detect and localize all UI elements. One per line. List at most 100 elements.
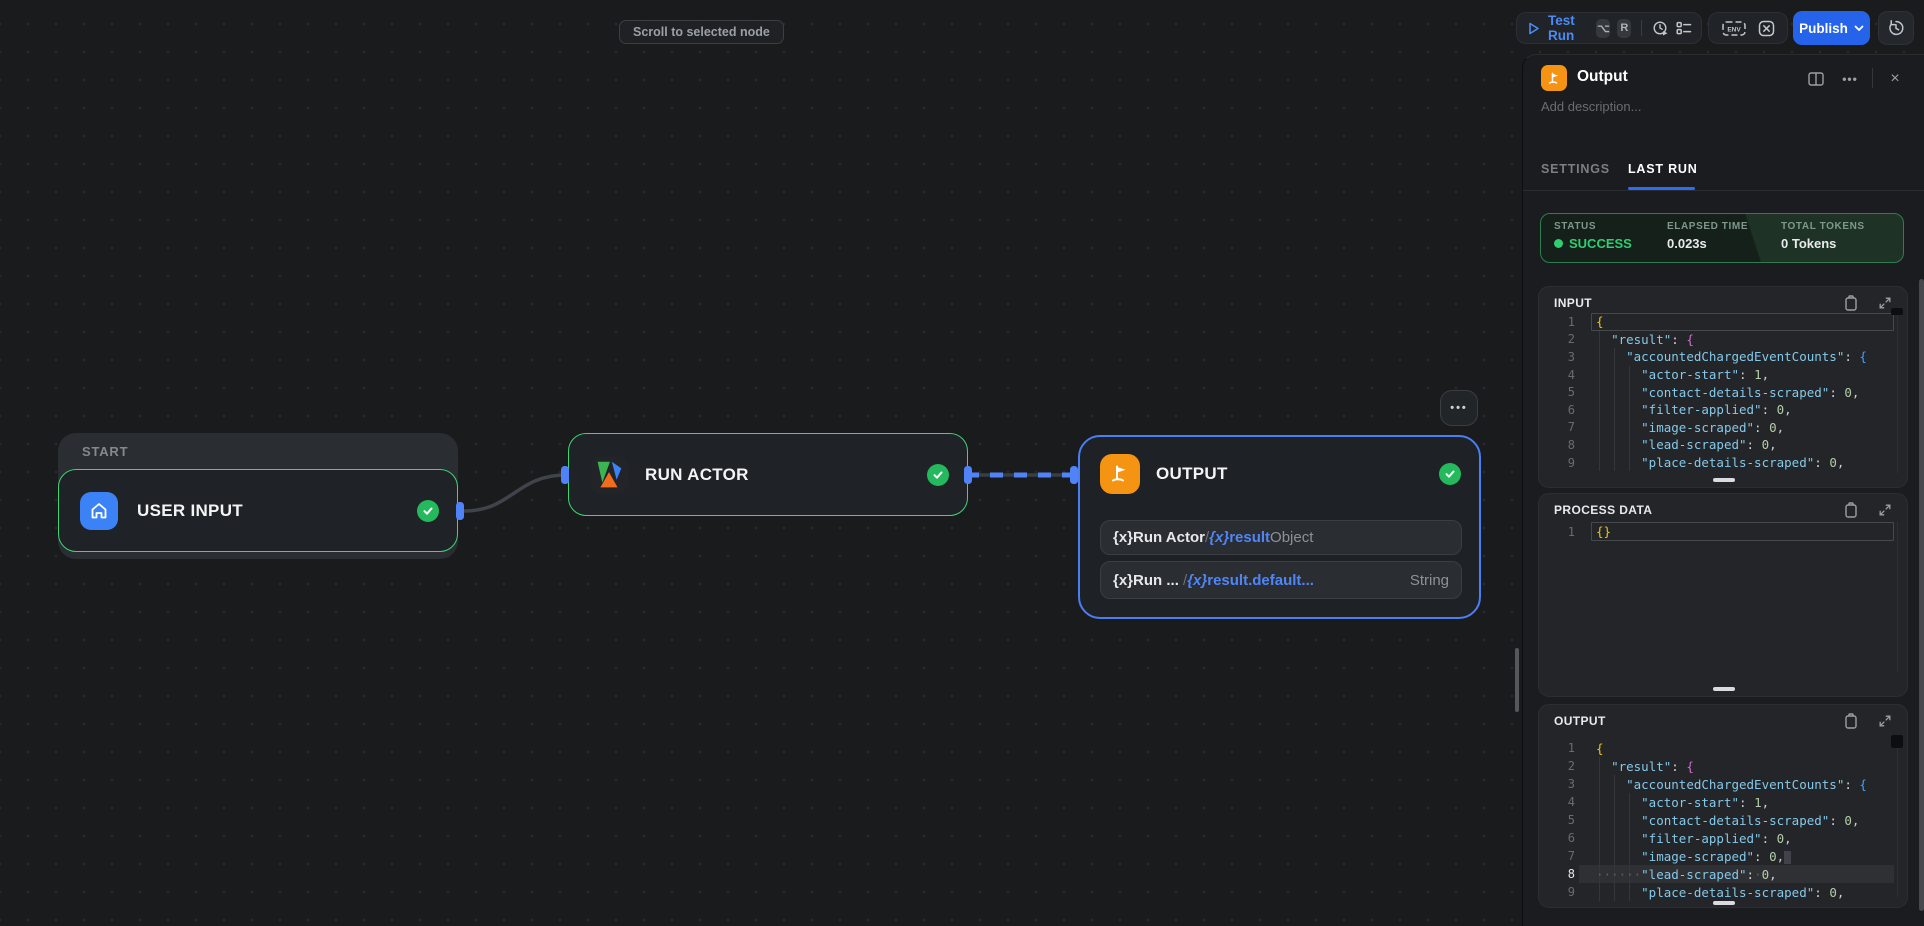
- code-line[interactable]: 1{}: [1539, 522, 1907, 541]
- code-line[interactable]: 5 "contact-details-scraped": 0,: [1539, 811, 1907, 829]
- total-tokens-value: 0 Tokens: [1781, 236, 1837, 251]
- code-text: "accountedChargedEventCounts": {: [1626, 776, 1867, 792]
- connector-handle-userinput-out[interactable]: [456, 502, 464, 520]
- node-title: USER INPUT: [137, 500, 243, 520]
- editor-scrollbar-track[interactable]: [1897, 522, 1898, 672]
- code-line[interactable]: 9 "place-details-scraped": 0,: [1539, 883, 1907, 901]
- variable-prefix: {x}: [1187, 571, 1208, 589]
- connector-handle-runactor-out[interactable]: [964, 466, 972, 484]
- mapping-separator: /: [1204, 529, 1210, 546]
- code-line[interactable]: 4 "actor-start": 1,: [1539, 366, 1907, 384]
- section-resize-handle[interactable]: [1713, 901, 1735, 905]
- code-line[interactable]: 9 "place-details-scraped": 0,: [1539, 454, 1907, 472]
- input-section: INPUT 1{2 "result": {3 "accountedCharged…: [1538, 286, 1908, 488]
- code-line[interactable]: 1{: [1539, 313, 1907, 331]
- canvas-scrollbar[interactable]: [1515, 648, 1519, 712]
- code-line[interactable]: 6 "filter-applied": 0,: [1539, 401, 1907, 419]
- editor-scrollbar-track[interactable]: [1897, 313, 1898, 473]
- tooltip-label: Scroll to selected node: [633, 25, 770, 39]
- indent-guide: [1614, 348, 1615, 471]
- success-check-icon: [417, 499, 439, 522]
- close-panel-button[interactable]: ×: [1885, 69, 1905, 89]
- editor-scrollbar-track[interactable]: [1897, 739, 1898, 897]
- code-line[interactable]: 3 "accountedChargedEventCounts": {: [1539, 775, 1907, 793]
- environment-variables-icon[interactable]: ENV: [1721, 20, 1746, 37]
- test-run-button[interactable]: Test Run: [1548, 13, 1575, 43]
- play-icon[interactable]: [1526, 21, 1541, 36]
- line-number: 6: [1567, 831, 1575, 845]
- code-line[interactable]: 1{: [1539, 739, 1907, 757]
- line-number: 1: [1567, 741, 1575, 755]
- line-number: 1: [1567, 524, 1575, 539]
- close-icon: ×: [1890, 70, 1900, 87]
- elapsed-time-value: 0.023s: [1667, 236, 1707, 251]
- copy-icon[interactable]: [1842, 294, 1860, 312]
- expand-icon[interactable]: [1876, 294, 1894, 312]
- json-editor[interactable]: 1{}: [1539, 522, 1907, 541]
- code-line[interactable]: 7 "image-scraped": 0,: [1539, 847, 1907, 865]
- code-line[interactable]: 6 "filter-applied": 0,: [1539, 829, 1907, 847]
- editor-scrollbar-thumb[interactable]: [1891, 308, 1903, 315]
- expand-icon[interactable]: [1876, 712, 1894, 730]
- publish-button[interactable]: Publish: [1793, 11, 1870, 45]
- line-number: 2: [1567, 332, 1575, 347]
- section-resize-handle[interactable]: [1713, 478, 1735, 482]
- code-text: "actor-start": 1,: [1641, 367, 1770, 383]
- code-line[interactable]: 2 "result": {: [1539, 331, 1907, 349]
- split-view-button[interactable]: [1806, 69, 1826, 89]
- connector-handle-output-in[interactable]: [1070, 466, 1078, 484]
- code-line[interactable]: 4 "actor-start": 1,: [1539, 793, 1907, 811]
- node-more-options-button[interactable]: •••: [1440, 390, 1478, 426]
- tab-settings[interactable]: SETTINGS: [1541, 162, 1610, 176]
- line-number: 9: [1567, 885, 1575, 899]
- json-editor[interactable]: 1{2 "result": {3 "accountedChargedEventC…: [1539, 313, 1907, 471]
- node-title: RUN ACTOR: [645, 464, 749, 484]
- code-line[interactable]: 8······"lead-scraped":·0,: [1539, 865, 1907, 883]
- output-detail-panel: Output ••• × Add description... SETTINGS…: [1522, 54, 1924, 926]
- editor-scrollbar-thumb[interactable]: [1891, 735, 1903, 748]
- process-data-section: PROCESS DATA 1{}: [1538, 493, 1908, 697]
- variable-prefix: {x}: [1209, 529, 1230, 546]
- panel-more-button[interactable]: •••: [1840, 69, 1860, 89]
- code-line[interactable]: 5 "contact-details-scraped": 0,: [1539, 383, 1907, 401]
- section-resize-handle[interactable]: [1713, 687, 1735, 691]
- code-line[interactable]: 3 "accountedChargedEventCounts": {: [1539, 348, 1907, 366]
- code-line[interactable]: 8 "lead-scraped": 0,: [1539, 436, 1907, 454]
- expand-icon[interactable]: [1876, 501, 1894, 519]
- copy-icon[interactable]: [1842, 712, 1860, 730]
- run-settings-icon[interactable]: [1676, 20, 1692, 36]
- panel-scrollbar[interactable]: [1919, 279, 1924, 911]
- line-number: 9: [1567, 455, 1575, 470]
- description-placeholder[interactable]: Add description...: [1541, 99, 1642, 114]
- json-editor[interactable]: 1{2 "result": {3 "accountedChargedEventC…: [1539, 739, 1907, 901]
- history-clock-icon: [1889, 20, 1904, 36]
- mapping-type: Object: [1270, 529, 1314, 546]
- scheduled-run-icon[interactable]: [1652, 20, 1669, 37]
- code-text: "result": {: [1611, 331, 1694, 347]
- code-line[interactable]: 7 "image-scraped": 0,: [1539, 419, 1907, 437]
- publish-label: Publish: [1799, 20, 1848, 36]
- line-number: 8: [1567, 437, 1575, 452]
- run-history-button[interactable]: [1878, 11, 1914, 45]
- code-line[interactable]: 2 "result": {: [1539, 757, 1907, 775]
- output-flag-icon: [1541, 65, 1567, 91]
- line-number: 3: [1567, 777, 1575, 791]
- svg-text:ENV: ENV: [1727, 26, 1741, 33]
- copy-icon[interactable]: [1842, 501, 1860, 519]
- tab-last-run[interactable]: LAST RUN: [1628, 162, 1698, 176]
- code-text: "contact-details-scraped": 0,: [1641, 812, 1860, 828]
- status-label: STATUS: [1554, 221, 1597, 232]
- code-text: {: [1596, 314, 1604, 330]
- node-user-input[interactable]: USER INPUT: [58, 469, 458, 552]
- code-text: "place-details-scraped": 0,: [1641, 455, 1845, 471]
- scroll-to-selected-node-button[interactable]: Scroll to selected node: [619, 20, 784, 44]
- output-mapping-row-2[interactable]: {x}Run ... /{x}result.default...String: [1100, 561, 1462, 599]
- connector-handle-runactor-in[interactable]: [561, 466, 569, 484]
- mapping-ref: {x}Run ...: [1113, 571, 1179, 589]
- more-dots-icon: •••: [1842, 72, 1858, 86]
- code-text: "contact-details-scraped": 0,: [1641, 384, 1860, 400]
- variables-icon[interactable]: [1758, 20, 1775, 37]
- node-run-actor[interactable]: RUN ACTOR: [568, 433, 968, 516]
